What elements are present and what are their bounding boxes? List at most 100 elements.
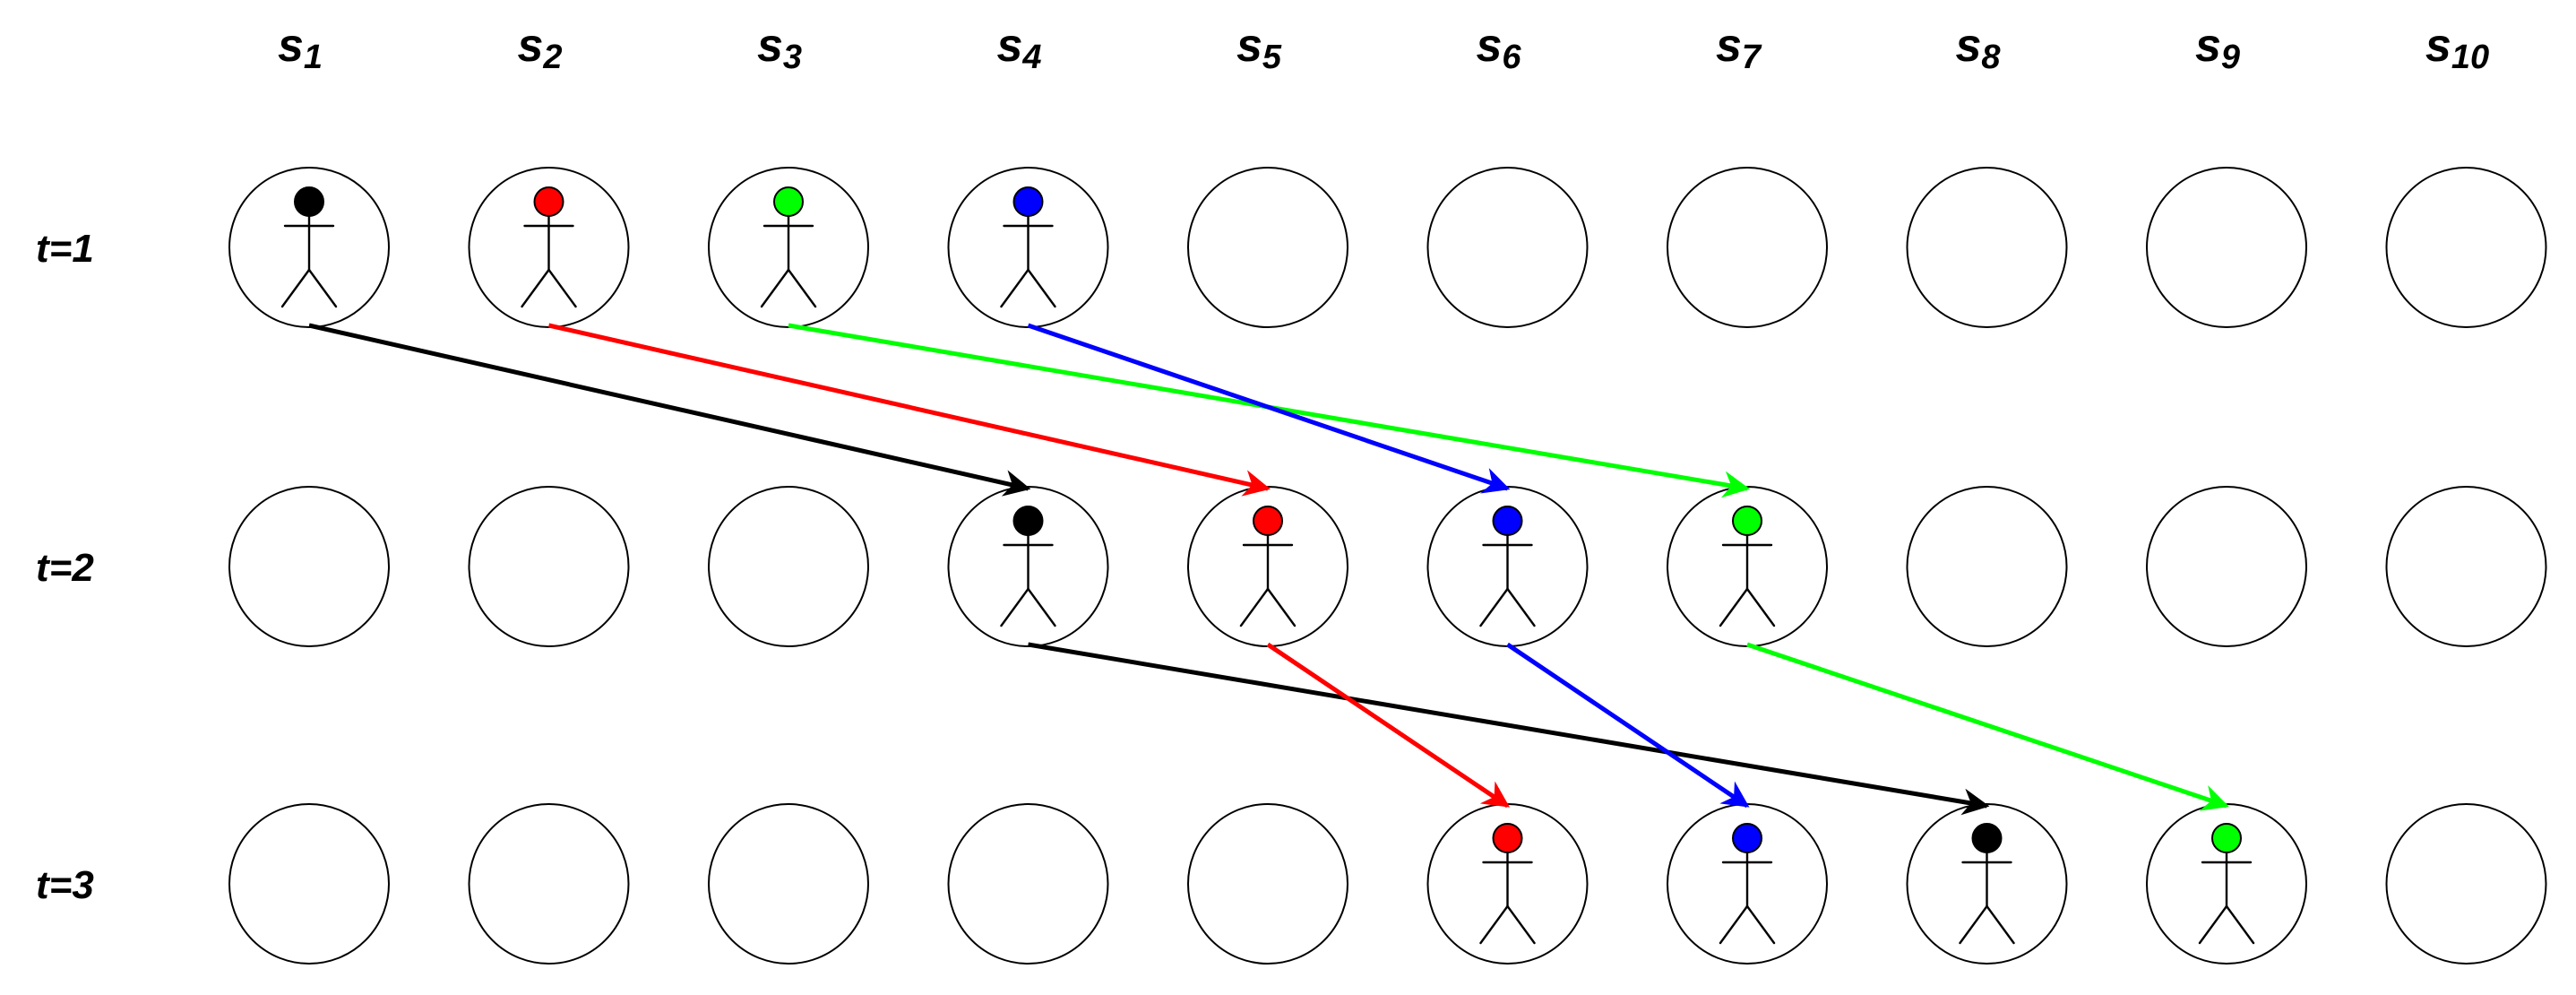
state-label-subscript: 7	[1742, 39, 1762, 76]
green-agent-icon	[2198, 823, 2255, 945]
agent-head	[1732, 823, 1762, 853]
cell-t3-s5	[1187, 803, 1348, 965]
state-circle	[2385, 486, 2547, 647]
agent-head	[1971, 823, 2003, 853]
cell-t3-s2	[468, 803, 630, 965]
cell-t2-s10	[2385, 486, 2547, 647]
blue-agent-icon	[1000, 186, 1056, 308]
state-label-base: s	[996, 20, 1022, 72]
blue-move-arrow-7	[1506, 642, 1750, 809]
state-label-subscript: 6	[1502, 39, 1521, 76]
cell-t1-s6	[1426, 167, 1589, 328]
cell-t1-s1	[228, 167, 390, 328]
cell-t2-s4	[947, 486, 1109, 647]
black-agent-icon	[280, 186, 338, 308]
cell-t2-s7	[1667, 486, 1828, 647]
state-label-base: s	[1236, 20, 1262, 72]
state-label-subscript: 9	[2221, 39, 2240, 76]
cell-t3-s1	[228, 803, 390, 965]
state-circle	[2385, 167, 2547, 328]
state-label-base: s	[278, 20, 304, 72]
agent-head	[1492, 506, 1523, 536]
state-circle	[2146, 486, 2307, 647]
cell-t2-s6	[1426, 486, 1589, 647]
state-label-s5: s5	[1236, 20, 1282, 76]
cell-t3-s4	[947, 803, 1109, 965]
state-circle	[468, 803, 630, 965]
state-label-s4: s4	[996, 20, 1041, 76]
state-circle	[2385, 803, 2547, 965]
state-label-s10: s10	[2425, 20, 2489, 76]
green-agent-icon	[1719, 506, 1776, 627]
agent-head	[1253, 506, 1283, 536]
cell-t2-s9	[2146, 486, 2307, 647]
cell-t3-s9	[2146, 803, 2307, 965]
red-move-arrow-6	[1266, 642, 1510, 809]
time-label-1: t=1	[36, 227, 94, 271]
cell-t3-s6	[1426, 803, 1589, 965]
cell-t1-s10	[2385, 167, 2547, 328]
state-circle	[1187, 167, 1348, 328]
time-row-labels: t=1 t=2 t=3	[36, 227, 94, 907]
cell-t1-s5	[1187, 167, 1348, 328]
agent-head	[773, 186, 804, 217]
state-circle	[1187, 803, 1348, 965]
state-label-s8: s8	[1955, 20, 2001, 76]
state-circle	[2146, 167, 2307, 328]
state-label-s9: s9	[2195, 20, 2240, 76]
time-label-2: t=2	[36, 546, 94, 590]
agent-head	[2211, 823, 2242, 853]
agent-head	[1012, 186, 1044, 217]
state-label-s7: s7	[1716, 20, 1762, 76]
cell-t1-s4	[947, 167, 1109, 328]
cell-t1-s8	[1906, 167, 2068, 328]
red-agent-icon	[1239, 506, 1297, 627]
cell-t2-s8	[1906, 486, 2068, 647]
state-label-subscript: 10	[2451, 39, 2489, 76]
black-move-arrow-5	[1028, 642, 1990, 816]
state-label-s3: s3	[757, 20, 802, 76]
agent-head	[533, 186, 564, 217]
blue-agent-icon	[1479, 506, 1536, 627]
cell-t2-s5	[1187, 486, 1348, 647]
agent-move-arrows	[308, 323, 2229, 816]
state-circle	[228, 486, 390, 647]
cell-t1-s7	[1667, 167, 1828, 328]
state-circle	[468, 486, 630, 647]
state-label-subscript: 3	[783, 39, 802, 76]
state-label-base: s	[517, 20, 543, 72]
state-label-base: s	[1476, 20, 1502, 72]
agent-head	[1012, 506, 1044, 536]
cell-t2-s3	[708, 486, 869, 647]
cell-t3-s10	[2385, 803, 2547, 965]
state-label-subscript: 8	[1981, 39, 2001, 76]
red-agent-icon	[521, 186, 577, 308]
blue-agent-icon	[1719, 823, 1776, 945]
cell-t1-s9	[2146, 167, 2307, 328]
state-label-s2: s2	[517, 20, 562, 76]
cell-t1-s3	[708, 167, 869, 328]
black-agent-icon	[1959, 823, 2015, 945]
state-label-s1: s1	[278, 20, 323, 76]
red-move-arrow-2	[547, 323, 1271, 497]
cell-t3-s8	[1906, 803, 2068, 965]
cell-t2-s1	[228, 486, 390, 647]
time-label-3: t=3	[36, 863, 94, 907]
cell-t3-s7	[1667, 803, 1828, 965]
state-cells	[228, 167, 2547, 965]
state-label-subscript: 1	[304, 39, 323, 76]
state-label-base: s	[1955, 20, 1981, 72]
state-circle	[708, 803, 869, 965]
state-label-subscript: 5	[1262, 39, 1282, 76]
agent-head	[1492, 823, 1523, 853]
state-circle	[228, 803, 390, 965]
state-circle	[1906, 486, 2068, 647]
state-label-base: s	[2425, 20, 2451, 72]
cell-t2-s2	[468, 486, 630, 647]
state-label-base: s	[757, 20, 783, 72]
state-label-subscript: 4	[1021, 39, 1041, 76]
state-label-subscript: 2	[542, 39, 562, 76]
state-label-base: s	[2195, 20, 2221, 72]
